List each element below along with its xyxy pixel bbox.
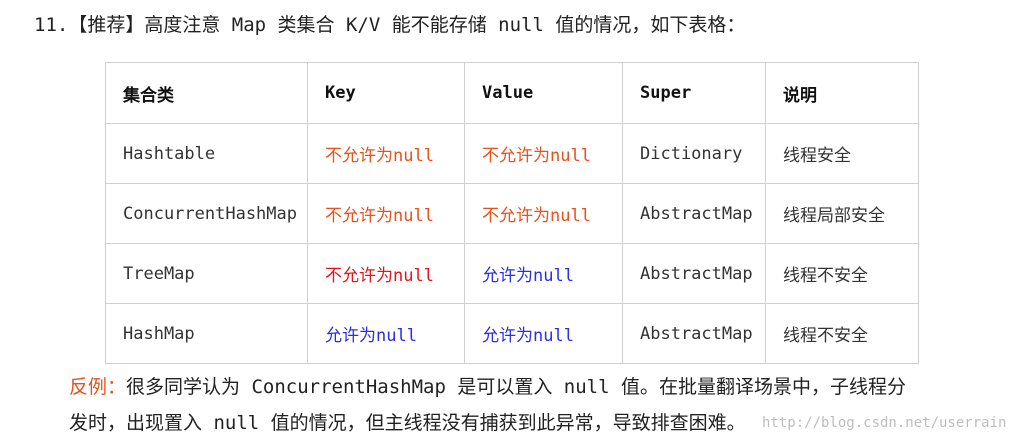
cell-key: 允许为null xyxy=(307,303,465,364)
table-row: HashMap 允许为null 允许为null AbstractMap 线程不安… xyxy=(105,303,919,364)
cell-key: 不允许为null xyxy=(307,243,465,304)
cell-collection: HashMap xyxy=(105,303,308,364)
table-row: Hashtable 不允许为null 不允许为null Dictionary 线… xyxy=(105,123,919,184)
cell-note: 线程局部安全 xyxy=(765,183,919,244)
cell-note: 线程不安全 xyxy=(765,243,919,304)
cell-note: 线程安全 xyxy=(765,123,919,184)
cell-value: 不允许为null xyxy=(464,123,623,184)
blog-watermark: http://blog.csdn.net/userrain xyxy=(762,415,1007,431)
header-note: 说明 xyxy=(765,62,919,124)
counterexample-line-2: 发时，出现置入 null 值的情况，但主线程没有捕获到此异常，导致排查困难。 xyxy=(69,412,746,434)
header-key: Key xyxy=(307,62,465,124)
cell-collection: Hashtable xyxy=(105,123,308,184)
cell-note: 线程不安全 xyxy=(765,303,919,364)
table-row: TreeMap 不允许为null 允许为null AbstractMap 线程不… xyxy=(105,243,919,304)
header-collection: 集合类 xyxy=(105,62,308,124)
cell-super: Dictionary xyxy=(622,123,766,184)
counterexample-line-1: 很多同学认为 ConcurrentHashMap 是可以置入 null 值。在批… xyxy=(126,376,906,398)
cell-key: 不允许为null xyxy=(307,123,465,184)
cell-key: 不允许为null xyxy=(307,183,465,244)
header-super: Super xyxy=(622,62,766,124)
cell-value: 允许为null xyxy=(464,303,623,364)
cell-collection: TreeMap xyxy=(105,243,308,304)
table-row: ConcurrentHashMap 不允许为null 不允许为null Abst… xyxy=(105,183,919,244)
cell-collection: ConcurrentHashMap xyxy=(105,183,308,244)
cell-super: AbstractMap xyxy=(622,183,766,244)
cell-value: 允许为null xyxy=(464,243,623,304)
counterexample-paragraph: 反例：很多同学认为 ConcurrentHashMap 是可以置入 null 值… xyxy=(69,369,1024,441)
rule-heading: 11.【推荐】高度注意 Map 类集合 K/V 能不能存储 null 值的情况，… xyxy=(34,14,746,36)
table-header-row: 集合类 Key Value Super 说明 xyxy=(105,62,919,124)
cell-value: 不允许为null xyxy=(464,183,623,244)
cell-super: AbstractMap xyxy=(622,243,766,304)
cell-super: AbstractMap xyxy=(622,303,766,364)
counterexample-tag: 反例： xyxy=(69,376,127,398)
map-null-table: 集合类 Key Value Super 说明 Hashtable 不允许为nul… xyxy=(105,62,919,364)
header-value: Value xyxy=(464,62,623,124)
